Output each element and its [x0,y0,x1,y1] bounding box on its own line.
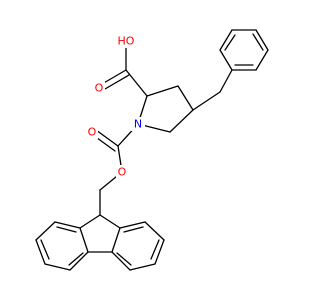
bond-right-inner-1 [116,252,132,266]
bond-ph-5 [219,29,233,51]
atom-label-ester-oxygen: O [118,166,127,179]
bond-ph-inner-3 [224,34,236,51]
atom-label-acid-carbonyl-oxygen: O [95,82,104,95]
bonds [35,29,269,271]
bond-c9-c8a [99,214,121,229]
bond-left-2 [69,251,89,271]
bond-ch2-ph [219,69,233,93]
bond-c2-cooh [125,69,148,97]
bond-ph-3 [255,29,269,51]
bond-right-1 [111,227,121,253]
bond-right-6 [119,221,146,229]
bond-left-3 [44,263,71,271]
bond-c-o-double-a [101,69,127,85]
bond-left-5 [35,221,56,241]
bond-c4-c5 [169,109,194,133]
bond-left-1 [79,227,89,253]
bond-ph-inner-2 [252,33,264,51]
bond-left-inner-2 [40,239,50,260]
bond-ph-6 [219,49,233,71]
bond-right-inner-2 [150,239,160,260]
atom-label-hydroxyl: HO [118,35,135,48]
bond-right-4 [154,239,165,265]
atom-label-carbamate-carbonyl-oxygen: O [88,126,97,139]
bond-left-inner-3 [56,226,77,233]
bond-left-inner-1 [68,252,84,266]
bond-left-4 [35,239,46,265]
chemical-structure-diagram: HO O N O O [35,29,269,271]
bond-c9-c9a [79,214,101,229]
bond-right-inner-3 [123,226,144,233]
bond-c2-c3 [146,85,179,97]
bond-c4-ch2 [192,91,221,111]
bond-c3-c4 [177,85,194,111]
bond-ph-2 [255,49,269,71]
bond-c-o-double-b [104,74,130,90]
bond-right-5 [144,221,165,241]
bond-right-3 [129,263,156,271]
bond-right-2 [111,251,131,271]
atom-labels: HO O N O O [86,34,145,179]
bond-left-6 [54,221,81,229]
atom-label-nitrogen: N [134,118,142,131]
bond-carbonyl-o-double-a [95,129,119,147]
